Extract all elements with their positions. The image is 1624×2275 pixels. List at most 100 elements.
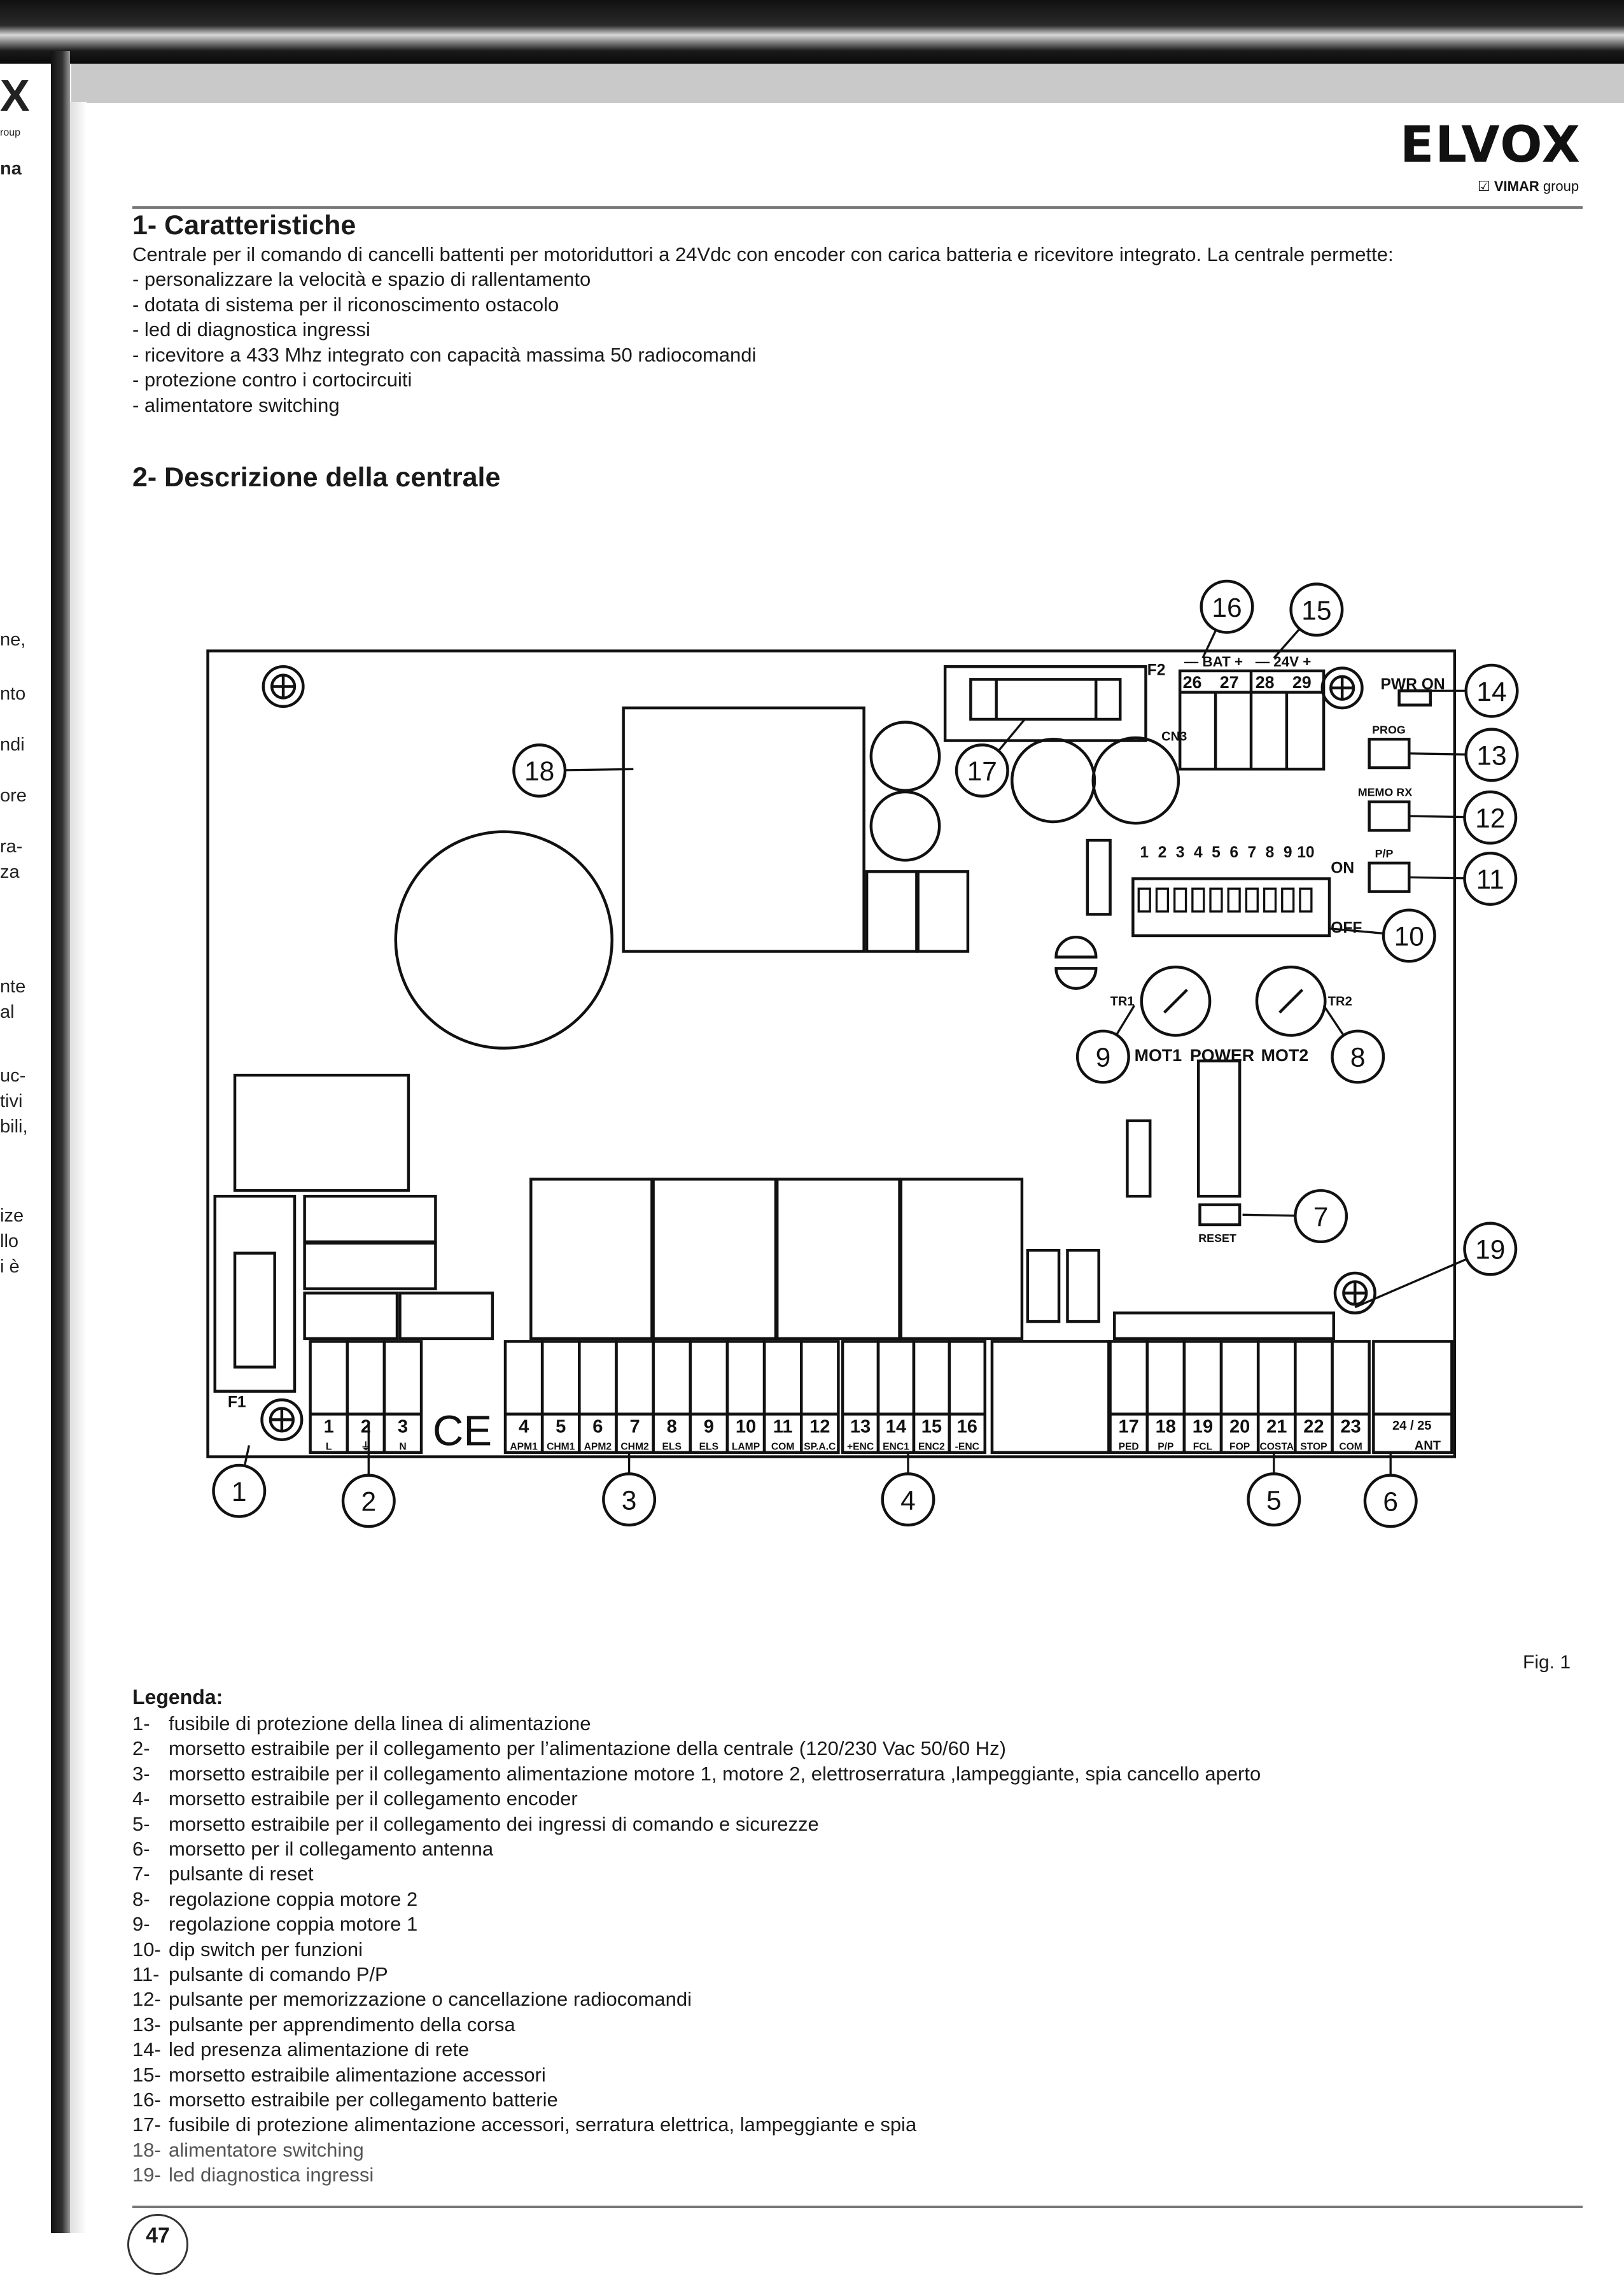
legend-number: 17-	[132, 2113, 161, 2136]
callout-10: 10	[1329, 908, 1436, 963]
dip-number: 2	[1158, 844, 1167, 861]
callout-2: 2	[341, 1424, 396, 1528]
callout-number: 1	[232, 1477, 247, 1507]
pot-tr2	[1255, 965, 1327, 1037]
fuse-holder-f1	[213, 1195, 297, 1393]
legend-text: pulsante di reset	[169, 1863, 314, 1885]
f2-label: F2	[1147, 662, 1166, 679]
dip-number: 9	[1284, 844, 1292, 861]
section-1-title: 1- Caratteristiche	[132, 210, 356, 241]
terminal-number: 5	[556, 1417, 566, 1437]
legend-item: 16-morsetto estraibile per collegamento …	[132, 2088, 558, 2111]
terminal-label: FOP	[1229, 1441, 1250, 1452]
header-rule	[132, 206, 1583, 209]
figure-label: Fig. 1	[1523, 1652, 1571, 1673]
fuse-holder-f2	[943, 665, 1147, 742]
relay-small	[916, 870, 970, 953]
terminal-number: 13	[850, 1417, 871, 1437]
dip-toggle	[1227, 887, 1241, 913]
terminal-number: 12	[809, 1417, 830, 1437]
feature-item: - protezione contro i cortocircuiti	[132, 369, 412, 391]
previous-page-fragment: ne,	[0, 630, 26, 650]
callout-number: 3	[622, 1486, 637, 1516]
switching-psu	[622, 706, 865, 953]
prog-button	[1368, 738, 1411, 770]
relay	[899, 1178, 1024, 1341]
legend-item: 19-led diagnostica ingressi	[132, 2164, 374, 2187]
page-shadow	[70, 102, 87, 2233]
dip-toggle	[1245, 887, 1259, 913]
callout-number: 19	[1475, 1236, 1505, 1265]
terminal-number: 19	[1193, 1417, 1213, 1437]
legend-number: 6-	[132, 1838, 150, 1860]
terminal-number: 9	[704, 1417, 714, 1437]
previous-page-fragment: uc-	[0, 1066, 26, 1086]
tr1-label: TR1	[1110, 995, 1135, 1009]
capacitor	[1011, 738, 1096, 824]
callout-8: 8	[1322, 1004, 1385, 1084]
relay	[652, 1178, 778, 1341]
legend-title: Legenda:	[132, 1686, 223, 1708]
vimar-group-logo: ☑ VIMAR group	[1478, 178, 1579, 194]
terminal-label: CHM1	[547, 1441, 575, 1452]
terminal-28: 28	[1256, 673, 1275, 692]
legend-number: 3-	[132, 1762, 150, 1785]
screw-hole-icon	[1320, 666, 1364, 710]
previous-page-fragment: tivi	[0, 1091, 23, 1111]
terminal-number: 22	[1303, 1417, 1324, 1437]
legend-text: alimentatore switching	[169, 2138, 364, 2161]
callout-9: 9	[1075, 1004, 1136, 1084]
previous-page-fragment: nto	[0, 684, 26, 704]
terminal: 3N	[382, 1340, 423, 1454]
callout-3: 3	[602, 1452, 657, 1527]
legend-text: morsetto estraibile per il collegamento …	[169, 1787, 578, 1810]
relay	[529, 1178, 654, 1341]
pp-button	[1368, 861, 1411, 893]
feature-item: - personalizzare la velocità e spazio di…	[132, 268, 591, 290]
terminal-label: APM2	[584, 1441, 612, 1452]
legend-text: pulsante di comando P/P	[169, 1963, 388, 1985]
dip-switch	[1131, 877, 1331, 938]
previous-page-fragment: bili,	[0, 1116, 28, 1137]
terminal-number: 4	[519, 1417, 529, 1437]
callout-7: 7	[1242, 1189, 1348, 1244]
dip-toggle	[1155, 887, 1170, 913]
mot1-label: MOT1	[1135, 1046, 1182, 1065]
dip-number: 5	[1212, 844, 1221, 861]
reset-button	[1198, 1203, 1242, 1227]
terminal-number: 3	[398, 1417, 408, 1437]
legend-item: 5-morsetto estraibile per il collegament…	[132, 1813, 819, 1836]
feature-item: - dotata di sistema per il riconosciment…	[132, 293, 559, 316]
callout-number: 11	[1476, 865, 1504, 895]
dip-number: 7	[1247, 844, 1256, 861]
antenna-terminal-number: 24 / 25	[1392, 1419, 1432, 1433]
legend-text: morsetto estraibile per il collegamento …	[169, 1762, 1261, 1785]
terminal-label: COM	[1339, 1441, 1362, 1452]
ce-mark: CE	[433, 1407, 492, 1455]
callout-number: 16	[1212, 593, 1242, 623]
dip-toggle	[1209, 887, 1223, 913]
vimar-text: VIMAR	[1494, 178, 1539, 194]
legend-item: 17-fusibile di protezione alimentazione …	[132, 2113, 916, 2136]
legend-item: 6-morsetto per il collegamento antenna	[132, 1838, 493, 1861]
dip-number: 6	[1229, 844, 1238, 861]
terminal-number: 1	[324, 1417, 334, 1437]
binder-spine	[51, 51, 70, 2233]
battery-label: — BAT +	[1184, 654, 1243, 670]
dip-off-label: OFF	[1331, 919, 1362, 936]
legend-number: 11-	[132, 1963, 160, 1985]
pwr-led	[1397, 689, 1432, 707]
cn3-label: CN3	[1161, 730, 1187, 744]
footer-rule	[132, 2206, 1583, 2208]
transformer	[394, 830, 613, 1050]
capacitor	[1091, 736, 1180, 825]
legend-number: 1-	[132, 1712, 150, 1735]
legend-number: 10-	[132, 1938, 161, 1961]
legend-text: morsetto estraibile per il collegamento …	[169, 1812, 819, 1835]
